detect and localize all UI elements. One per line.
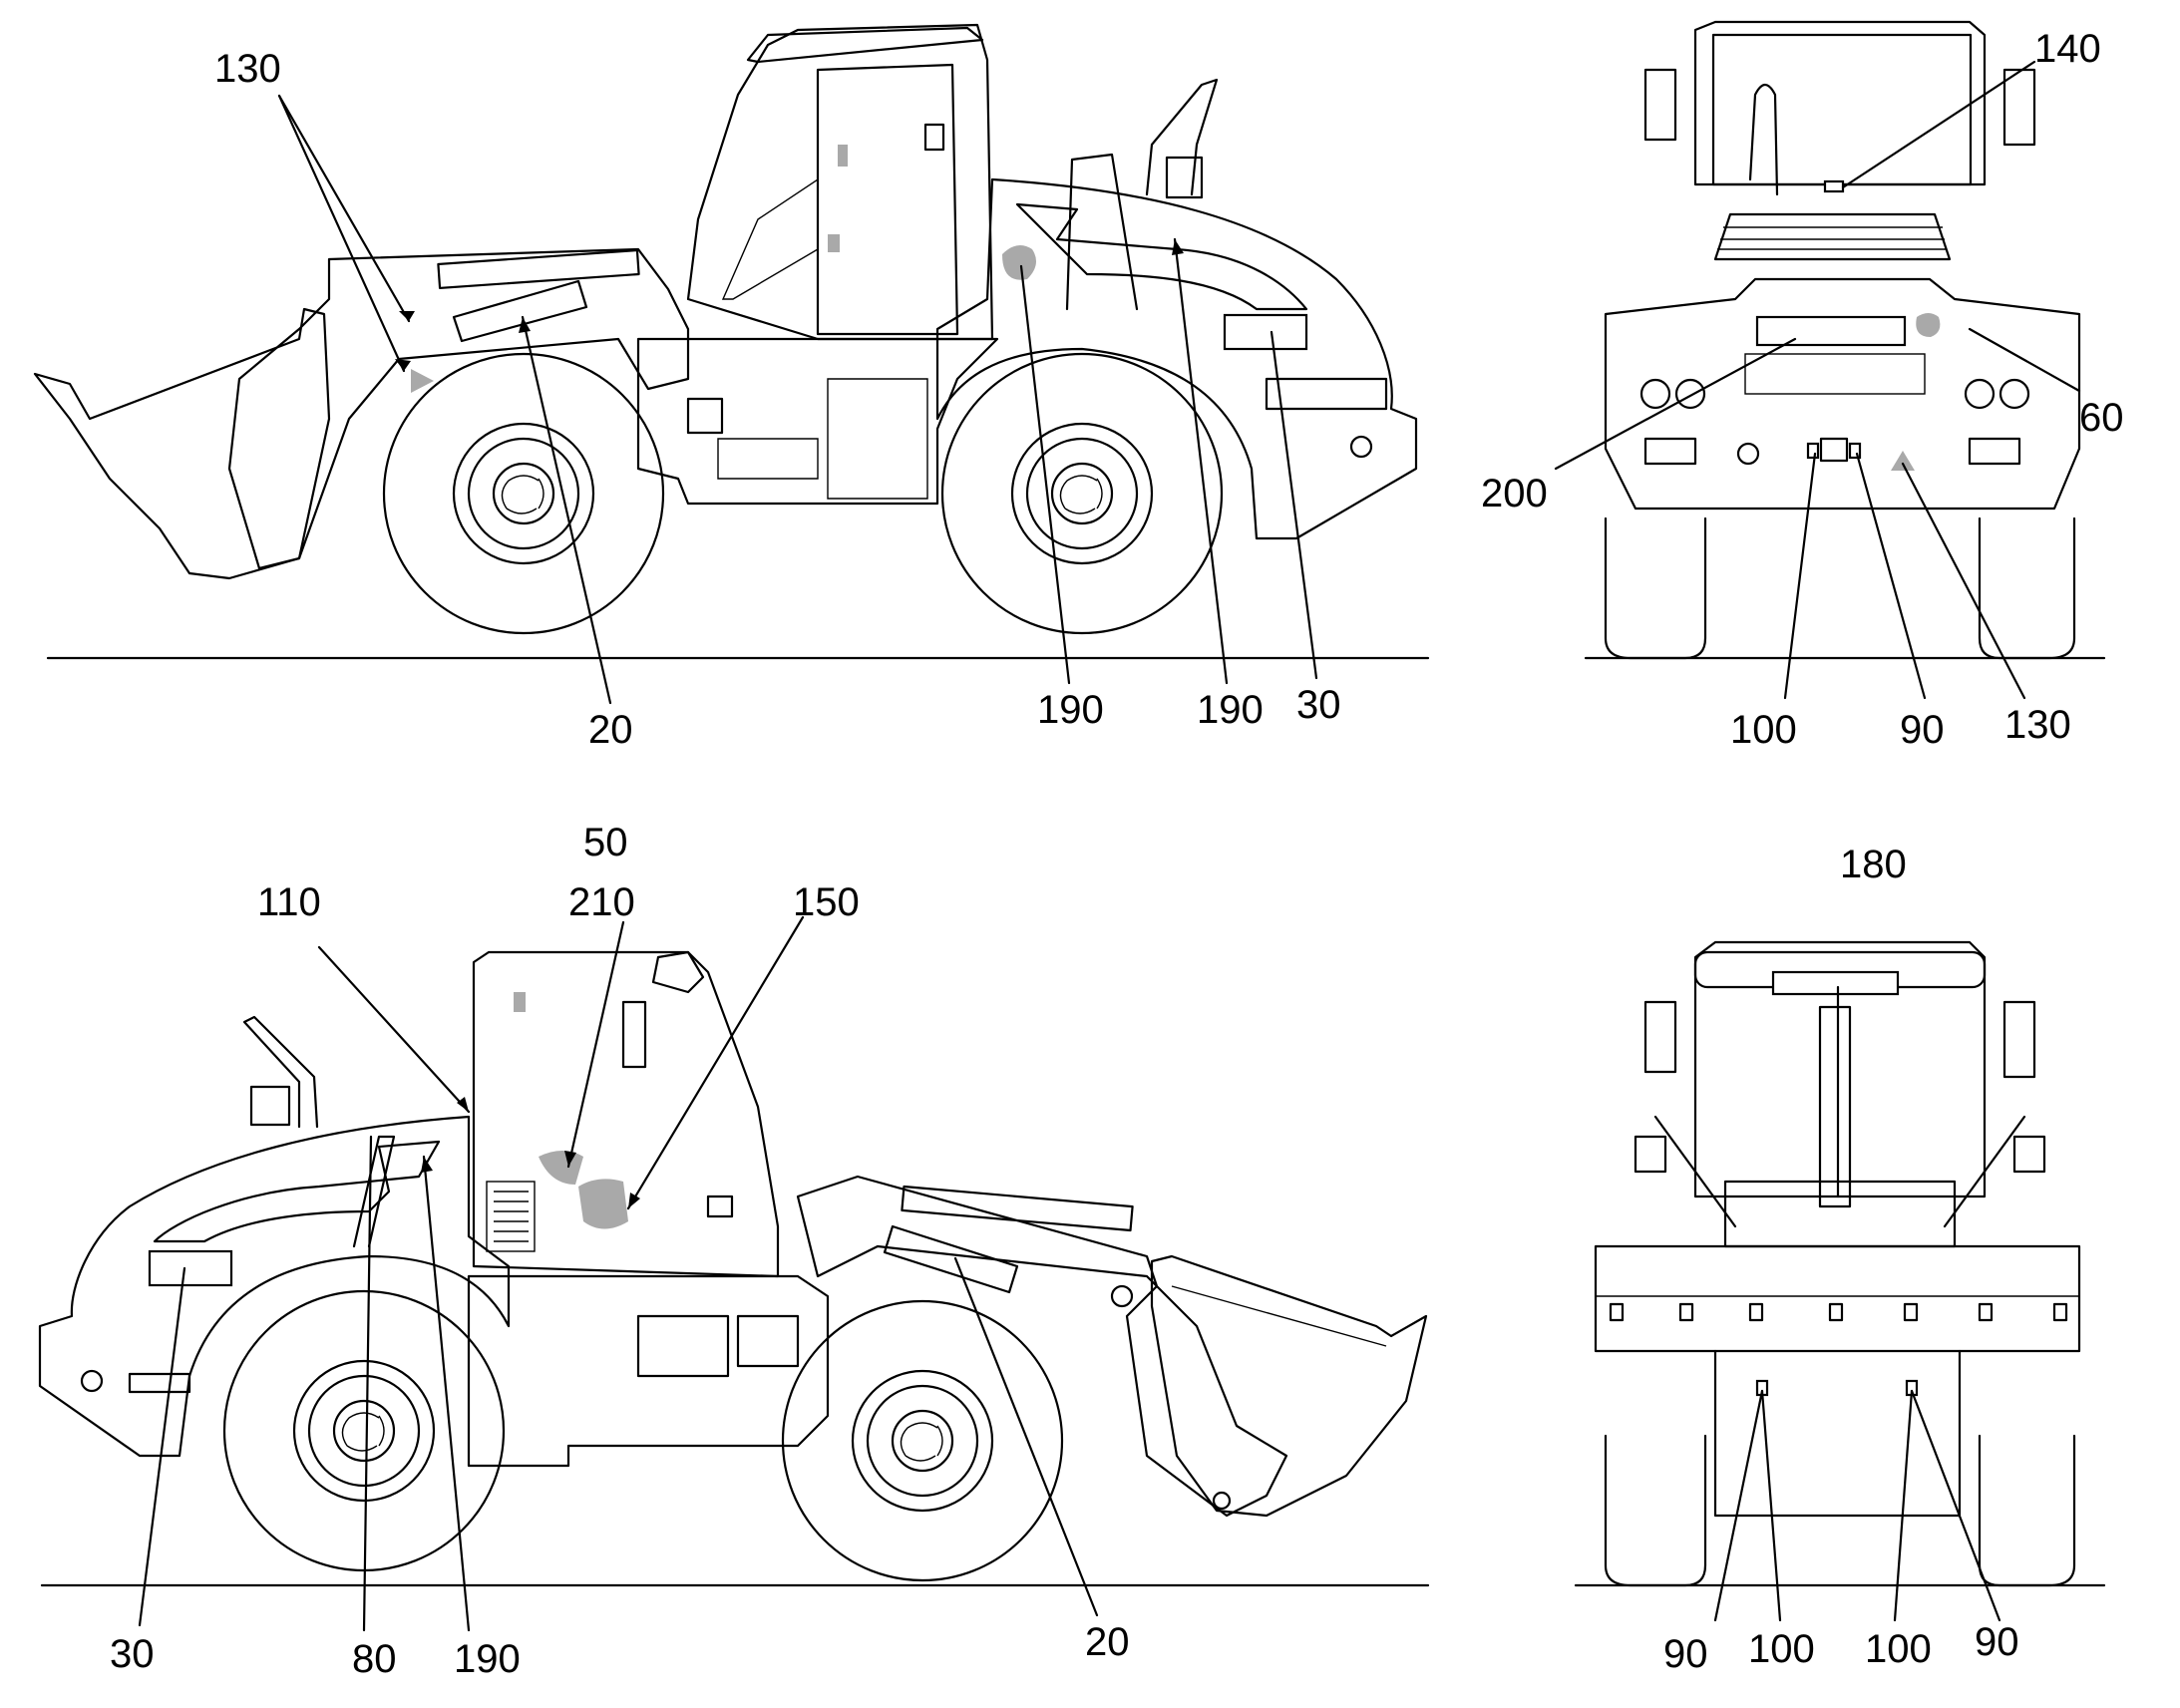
rear-grille — [1713, 212, 1952, 261]
step-box — [686, 397, 724, 435]
label-90-rear: 90 — [1900, 708, 1945, 752]
cab-roof — [651, 950, 705, 994]
rear-decal-90 — [1848, 442, 1862, 460]
hood-vent-panel — [1015, 202, 1308, 311]
engine-hood — [38, 1115, 511, 1458]
hood-decal-30-right — [148, 1249, 233, 1287]
rear-view: 140 60 200 100 90 130 — [1481, 20, 2124, 752]
label-150: 150 — [793, 880, 860, 924]
exhaust-pipe — [1145, 78, 1219, 196]
front-bucket — [1594, 1244, 2081, 1353]
left-side-view: 130 20 190 190 30 — [33, 23, 1430, 752]
front-decal-180 — [1771, 970, 1900, 996]
front-view: 180 90 100 100 90 — [1574, 843, 2106, 1676]
label-60: 60 — [2079, 396, 2124, 440]
cab-decal-50-210 — [539, 1151, 583, 1185]
engine-hood — [935, 177, 1418, 540]
boom-arm — [227, 247, 690, 570]
boom-arm — [796, 1175, 1288, 1518]
label-140: 140 — [2034, 27, 2101, 71]
front-wheel — [382, 352, 665, 635]
lift-cylinder — [437, 248, 640, 290]
rear-wheel — [222, 1289, 506, 1572]
label-30-right: 30 — [110, 1632, 155, 1676]
label-130-left: 130 — [214, 47, 281, 91]
rear-wheel — [940, 352, 1224, 635]
rear-body — [1604, 277, 2081, 511]
rear-leaders — [1554, 60, 2081, 700]
chassis — [467, 1274, 830, 1468]
handrail — [1065, 153, 1139, 311]
cab-roof — [746, 26, 984, 64]
cab-frame — [472, 950, 780, 1278]
label-30-left: 30 — [1296, 683, 1341, 727]
front-cab — [1693, 940, 1987, 1198]
label-210: 210 — [568, 880, 635, 924]
handrail — [352, 1135, 396, 1248]
label-100-front-left: 100 — [1748, 1627, 1815, 1671]
label-190-left-a: 190 — [1037, 688, 1104, 732]
rear-triangle-130 — [1891, 451, 1915, 471]
label-190-right: 190 — [454, 1637, 521, 1681]
front-leaders — [1713, 985, 2001, 1622]
bucket — [33, 307, 331, 580]
label-90-front-left: 90 — [1663, 1632, 1708, 1676]
label-80: 80 — [352, 1637, 397, 1681]
lift-cylinder — [901, 1185, 1134, 1232]
label-130-rear: 130 — [2004, 703, 2071, 747]
beacon — [1165, 156, 1204, 199]
bucket — [1150, 1254, 1428, 1518]
rear-cab — [1693, 20, 1987, 186]
label-100-front-right: 100 — [1865, 1627, 1932, 1671]
chassis — [636, 337, 999, 506]
rear-decal-140 — [1823, 179, 1845, 193]
hood-decal-30 — [1223, 313, 1308, 351]
label-90-front-right: 90 — [1975, 1620, 2019, 1664]
boom-decal-20-right — [883, 1224, 1019, 1294]
boom-decal-20 — [452, 279, 588, 343]
cab-decal-150 — [578, 1179, 628, 1229]
rear-decal-100 — [1806, 442, 1820, 460]
front-wheel — [781, 1299, 1064, 1582]
exhaust-pipe — [242, 1015, 319, 1129]
beacon — [249, 1085, 291, 1127]
hood-decal-190 — [1002, 245, 1036, 280]
label-180: 180 — [1840, 843, 1907, 886]
label-100-rear: 100 — [1730, 708, 1797, 752]
label-20-left: 20 — [588, 708, 633, 752]
cab-frame — [686, 23, 994, 341]
cab-door — [816, 63, 959, 336]
left-side-leaders — [277, 94, 1318, 705]
hood-vent-panel — [153, 1140, 441, 1243]
right-side-view: 50 210 110 150 30 80 190 20 — [38, 821, 1430, 1681]
rear-decal-200 — [1755, 315, 1907, 347]
triangle-decal-130 — [411, 369, 434, 393]
label-20-right: 20 — [1085, 1620, 1130, 1664]
rear-decal-60 — [1916, 313, 1941, 337]
label-50: 50 — [583, 821, 628, 864]
right-side-leaders — [138, 915, 1099, 1632]
label-200: 200 — [1481, 472, 1548, 515]
label-190-left-b: 190 — [1197, 688, 1264, 732]
label-110: 110 — [257, 880, 321, 924]
